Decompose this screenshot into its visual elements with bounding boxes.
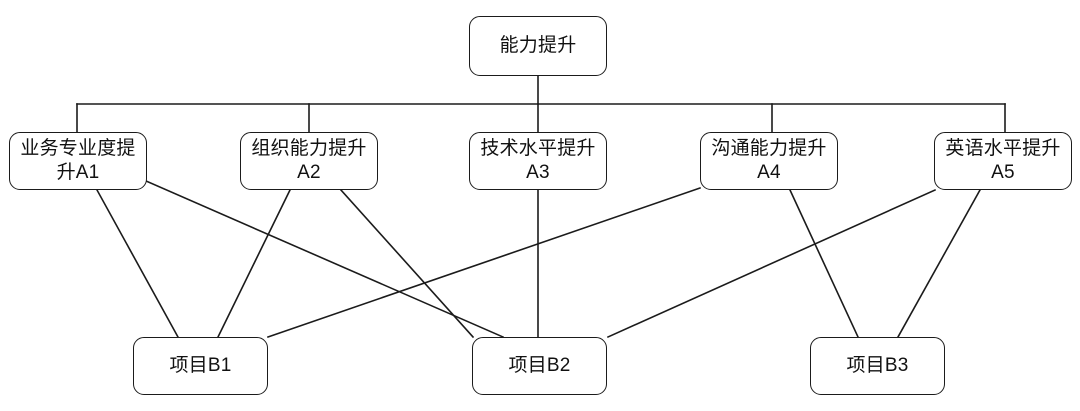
edge-A4-B1 <box>266 186 702 339</box>
node-capability-a4-label: 沟通能力提升 A4 <box>711 137 827 183</box>
node-capability-a4[interactable]: 沟通能力提升 A4 <box>700 132 838 190</box>
edge-A4-B3 <box>788 188 860 339</box>
node-capability-a5-label: 英语水平提升 A5 <box>945 137 1061 183</box>
node-project-b1-label: 项目B1 <box>169 354 232 376</box>
node-capability-a3[interactable]: 技术水平提升 A3 <box>469 132 607 190</box>
node-capability-a1-label: 业务专业度提 升A1 <box>20 137 136 183</box>
node-capability-a5[interactable]: 英语水平提升 A5 <box>934 132 1072 190</box>
node-capability-a3-label: 技术水平提升 A3 <box>480 137 596 183</box>
node-project-b2-label: 项目B2 <box>508 354 571 376</box>
node-project-b2[interactable]: 项目B2 <box>472 337 607 395</box>
node-capability-a2-label: 组织能力提升 A2 <box>251 137 367 183</box>
node-root[interactable]: 能力提升 <box>469 16 607 76</box>
node-project-b1[interactable]: 项目B1 <box>133 337 268 395</box>
edge-A5-B2 <box>606 188 937 339</box>
edge-A2-B2 <box>339 188 475 339</box>
node-project-b3[interactable]: 项目B3 <box>810 337 945 395</box>
edge-A2-B1 <box>216 188 292 339</box>
edge-A1-B2 <box>144 179 505 339</box>
node-capability-a2[interactable]: 组织能力提升 A2 <box>240 132 378 190</box>
edge-A1-B1 <box>95 188 180 339</box>
node-capability-a1[interactable]: 业务专业度提 升A1 <box>9 132 147 190</box>
node-root-label: 能力提升 <box>499 34 577 56</box>
node-project-b3-label: 项目B3 <box>846 354 909 376</box>
edge-A5-B3 <box>896 188 982 339</box>
